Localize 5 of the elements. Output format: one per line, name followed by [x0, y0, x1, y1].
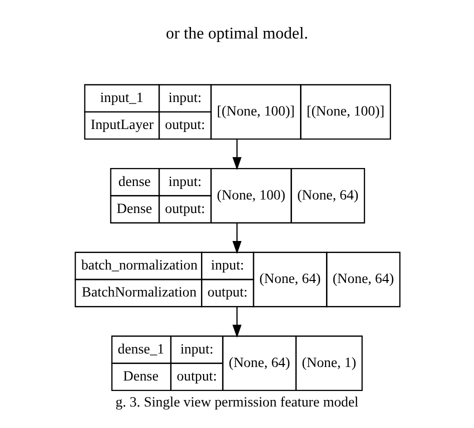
arrow	[232, 306, 242, 338]
arrow	[232, 223, 242, 254]
caption: g. 3. Single view permission feature model	[116, 394, 358, 410]
arrow	[232, 139, 242, 170]
label: or the optimal model.	[166, 23, 308, 42]
